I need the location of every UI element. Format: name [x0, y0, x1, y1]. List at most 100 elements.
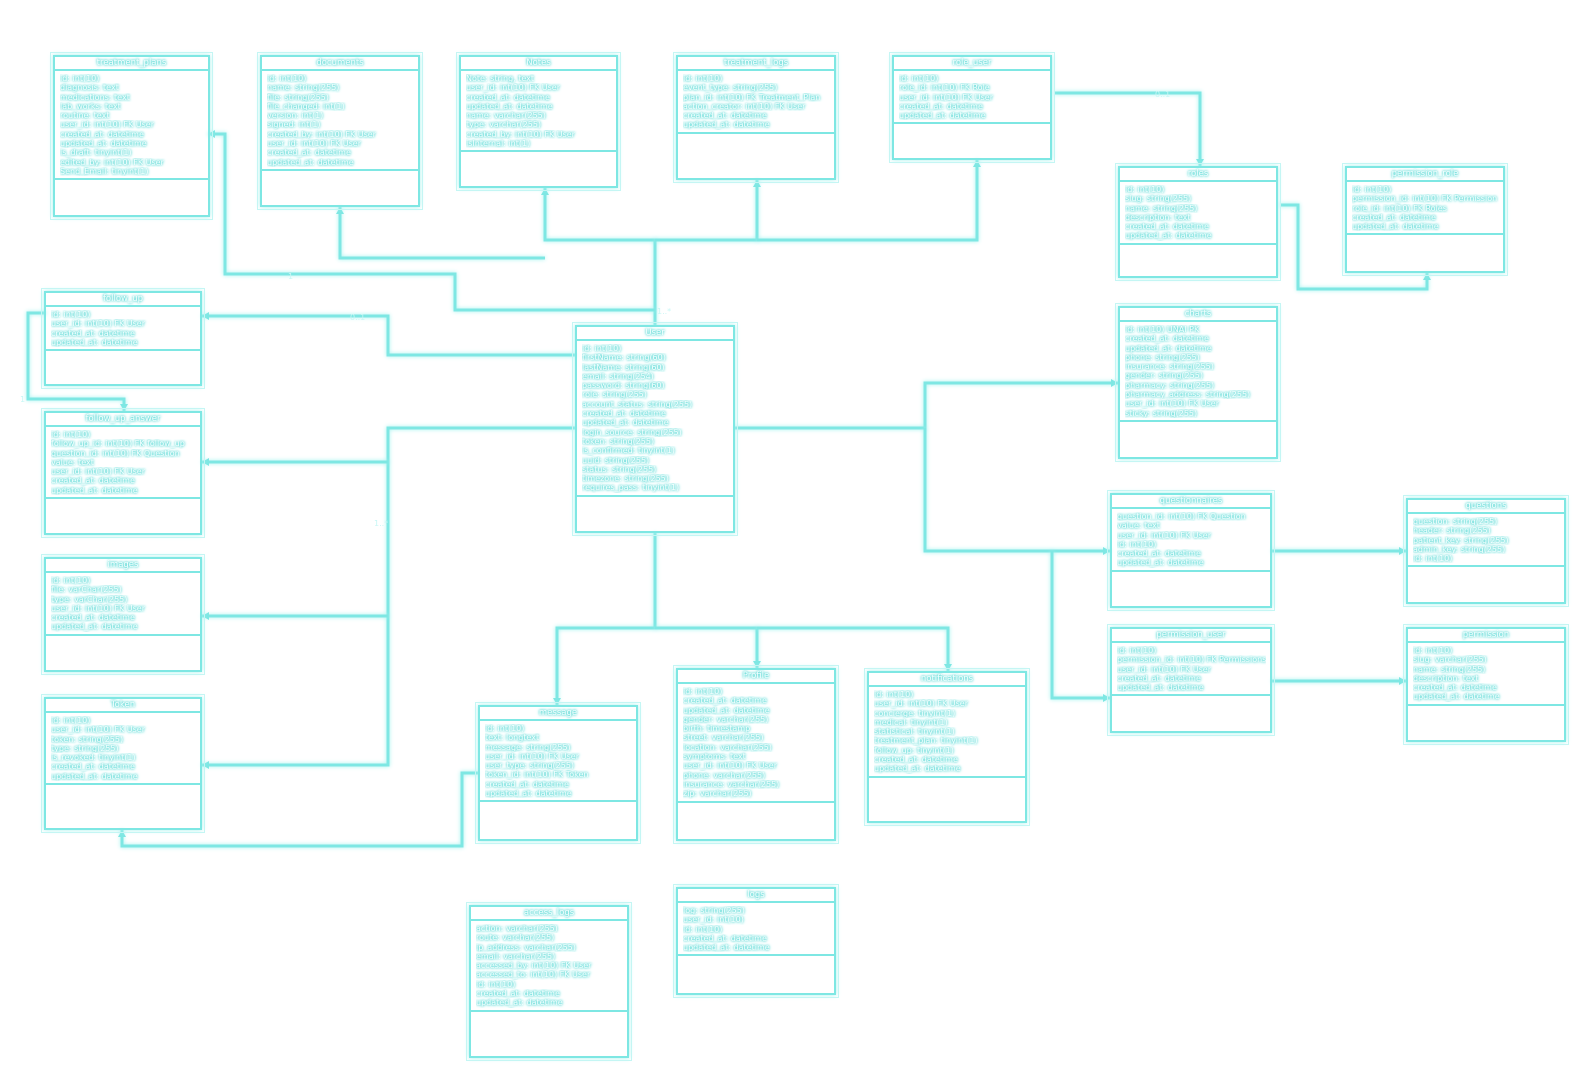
entity-attribute: route: varchar(255)	[476, 933, 555, 943]
entity-attribute: id: int(10)	[51, 576, 91, 585]
entity-title: roles	[1120, 168, 1276, 182]
entity-attribute: plan_id: int(10) FK Treatment_Plan	[683, 92, 821, 102]
entity-attribute: created_at: datetime	[51, 613, 135, 623]
entity-attribute: text: longtext	[485, 733, 540, 743]
entity-attribute: role_id: int(10) FK Roles	[1352, 203, 1447, 213]
entity-attributes: id: int(10)permission_id: int(10) FK Per…	[1347, 182, 1503, 236]
arrowhead	[208, 130, 215, 138]
entity-attribute: user_id: int(10) FK User	[51, 603, 146, 613]
entity-attribute: phone: varchar(255)	[683, 770, 766, 780]
entity-attributes: question: string(255)header: string(255)…	[1408, 514, 1564, 568]
entity-attribute: location: varchar(255)	[683, 742, 772, 752]
entity-attribute: slug: varchar(255)	[1413, 655, 1487, 665]
entity-title: logs	[678, 889, 834, 903]
entity-operations	[461, 152, 616, 166]
entity-attributes: id: int(10)file: varChar(255)type: varCh…	[46, 573, 200, 636]
entity-attribute: created_at: datetime	[582, 409, 666, 419]
entity-attribute: requires_pass: tinyint(1)	[582, 483, 680, 493]
entity-attribute: updated_at: datetime	[874, 764, 961, 774]
multiplicity-label: 1..*	[374, 519, 388, 528]
entity-operations	[894, 124, 1050, 138]
entity-attribute: message: string(255)	[485, 742, 571, 752]
entity-attribute: diagnosis: text	[60, 83, 119, 93]
entity-attribute: updated_at: datetime	[683, 705, 770, 715]
entity-attribute: street: varchar(255)	[683, 733, 764, 743]
entity-title: permission_user	[1112, 629, 1270, 643]
entity-attribute: phone: string(255)	[1125, 352, 1200, 362]
entity-attribute: statistical: tinyint(1)	[874, 727, 955, 737]
entity-attribute: updated_at: datetime	[51, 485, 138, 495]
entity-attribute: created_at: datetime	[683, 933, 767, 943]
entity-attribute: log: string(255)	[683, 906, 745, 915]
entity-attribute: pharmacy_address: string(255)	[1125, 390, 1251, 400]
entity-attribute: updated_at: datetime	[51, 337, 138, 347]
entity-title: questions	[1408, 500, 1564, 514]
entity-attribute: created_at: datetime	[683, 696, 767, 706]
link-trunk-role-user	[757, 160, 979, 242]
entity-attribute: updated_at: datetime	[476, 998, 563, 1008]
entity-attribute: description: text	[1413, 673, 1479, 683]
entity-attributes: action: varchar(255)route: varchar(255)i…	[471, 921, 627, 1012]
entity-attribute: admin_key: string(255)	[1413, 544, 1506, 554]
entity-attribute: updated_at: datetime	[683, 120, 770, 130]
entity-operations	[471, 1012, 627, 1026]
entity-attribute: accessed_by: int(10) FK User	[476, 961, 592, 971]
entity-attribute: gender: string(255)	[1125, 371, 1203, 381]
arrowhead	[202, 761, 209, 769]
entity-attribute: updated_at: datetime	[1125, 231, 1212, 241]
entity-attributes: id: int(10)follow_up_id: int(10) FK foll…	[46, 427, 200, 500]
entity-attribute: created_at: datetime	[1352, 212, 1436, 222]
entity-attribute: description: text	[1125, 212, 1191, 222]
arrowhead	[541, 188, 549, 195]
arrowhead	[1103, 547, 1110, 555]
entity-attribute: created_by: int(10) FK User	[267, 129, 376, 139]
entity-title: Profile	[678, 670, 834, 684]
entity-attribute: medications: text	[60, 92, 130, 102]
entity-attribute: id: int(10)	[1413, 646, 1453, 655]
entity-attribute: id: int(10) UNAI PK	[1125, 325, 1200, 334]
entity-attribute: follow_up: tinyint(1)	[874, 745, 954, 755]
link-trunk-treatment-plans	[208, 132, 655, 312]
entity-attribute: zip: varchar(255)	[683, 789, 752, 799]
entity-attribute: email: varchar(255)	[476, 951, 556, 961]
arrowhead	[944, 664, 952, 671]
entity-attribute: created_at: datetime	[466, 92, 550, 102]
entity-attribute: patient_key: string(255)	[1413, 535, 1509, 545]
entity-attribute: created_at: datetime	[267, 148, 351, 158]
entity-attribute: lastName: string(60)	[582, 362, 665, 372]
entity-operations	[678, 803, 834, 817]
arrowhead	[1103, 694, 1110, 702]
entity-attribute: user_id: int(10) FK User	[1117, 530, 1212, 540]
link-message-token	[120, 771, 478, 848]
entity-attribute: id: int(10)	[51, 716, 91, 725]
entity-attribute: account_status: string(255)	[582, 399, 693, 409]
entity-operations	[480, 802, 636, 816]
entity-attribute: id: int(10)	[1117, 646, 1157, 655]
entity-attribute: updated_at: datetime	[1352, 222, 1439, 232]
entity-attribute: password: string(60)	[582, 381, 665, 391]
entity-operations	[869, 778, 1025, 792]
entity-title: Notes	[461, 57, 616, 71]
entity-operations	[262, 171, 418, 185]
entity-attribute: id: int(10)	[683, 924, 723, 934]
entity-operations	[46, 499, 200, 513]
entity-attribute: insurance: varchar(255)	[683, 779, 780, 789]
arrowhead	[118, 830, 126, 837]
link-user-left-bus	[202, 426, 575, 767]
entity-attribute: action: varchar(255)	[476, 924, 558, 933]
